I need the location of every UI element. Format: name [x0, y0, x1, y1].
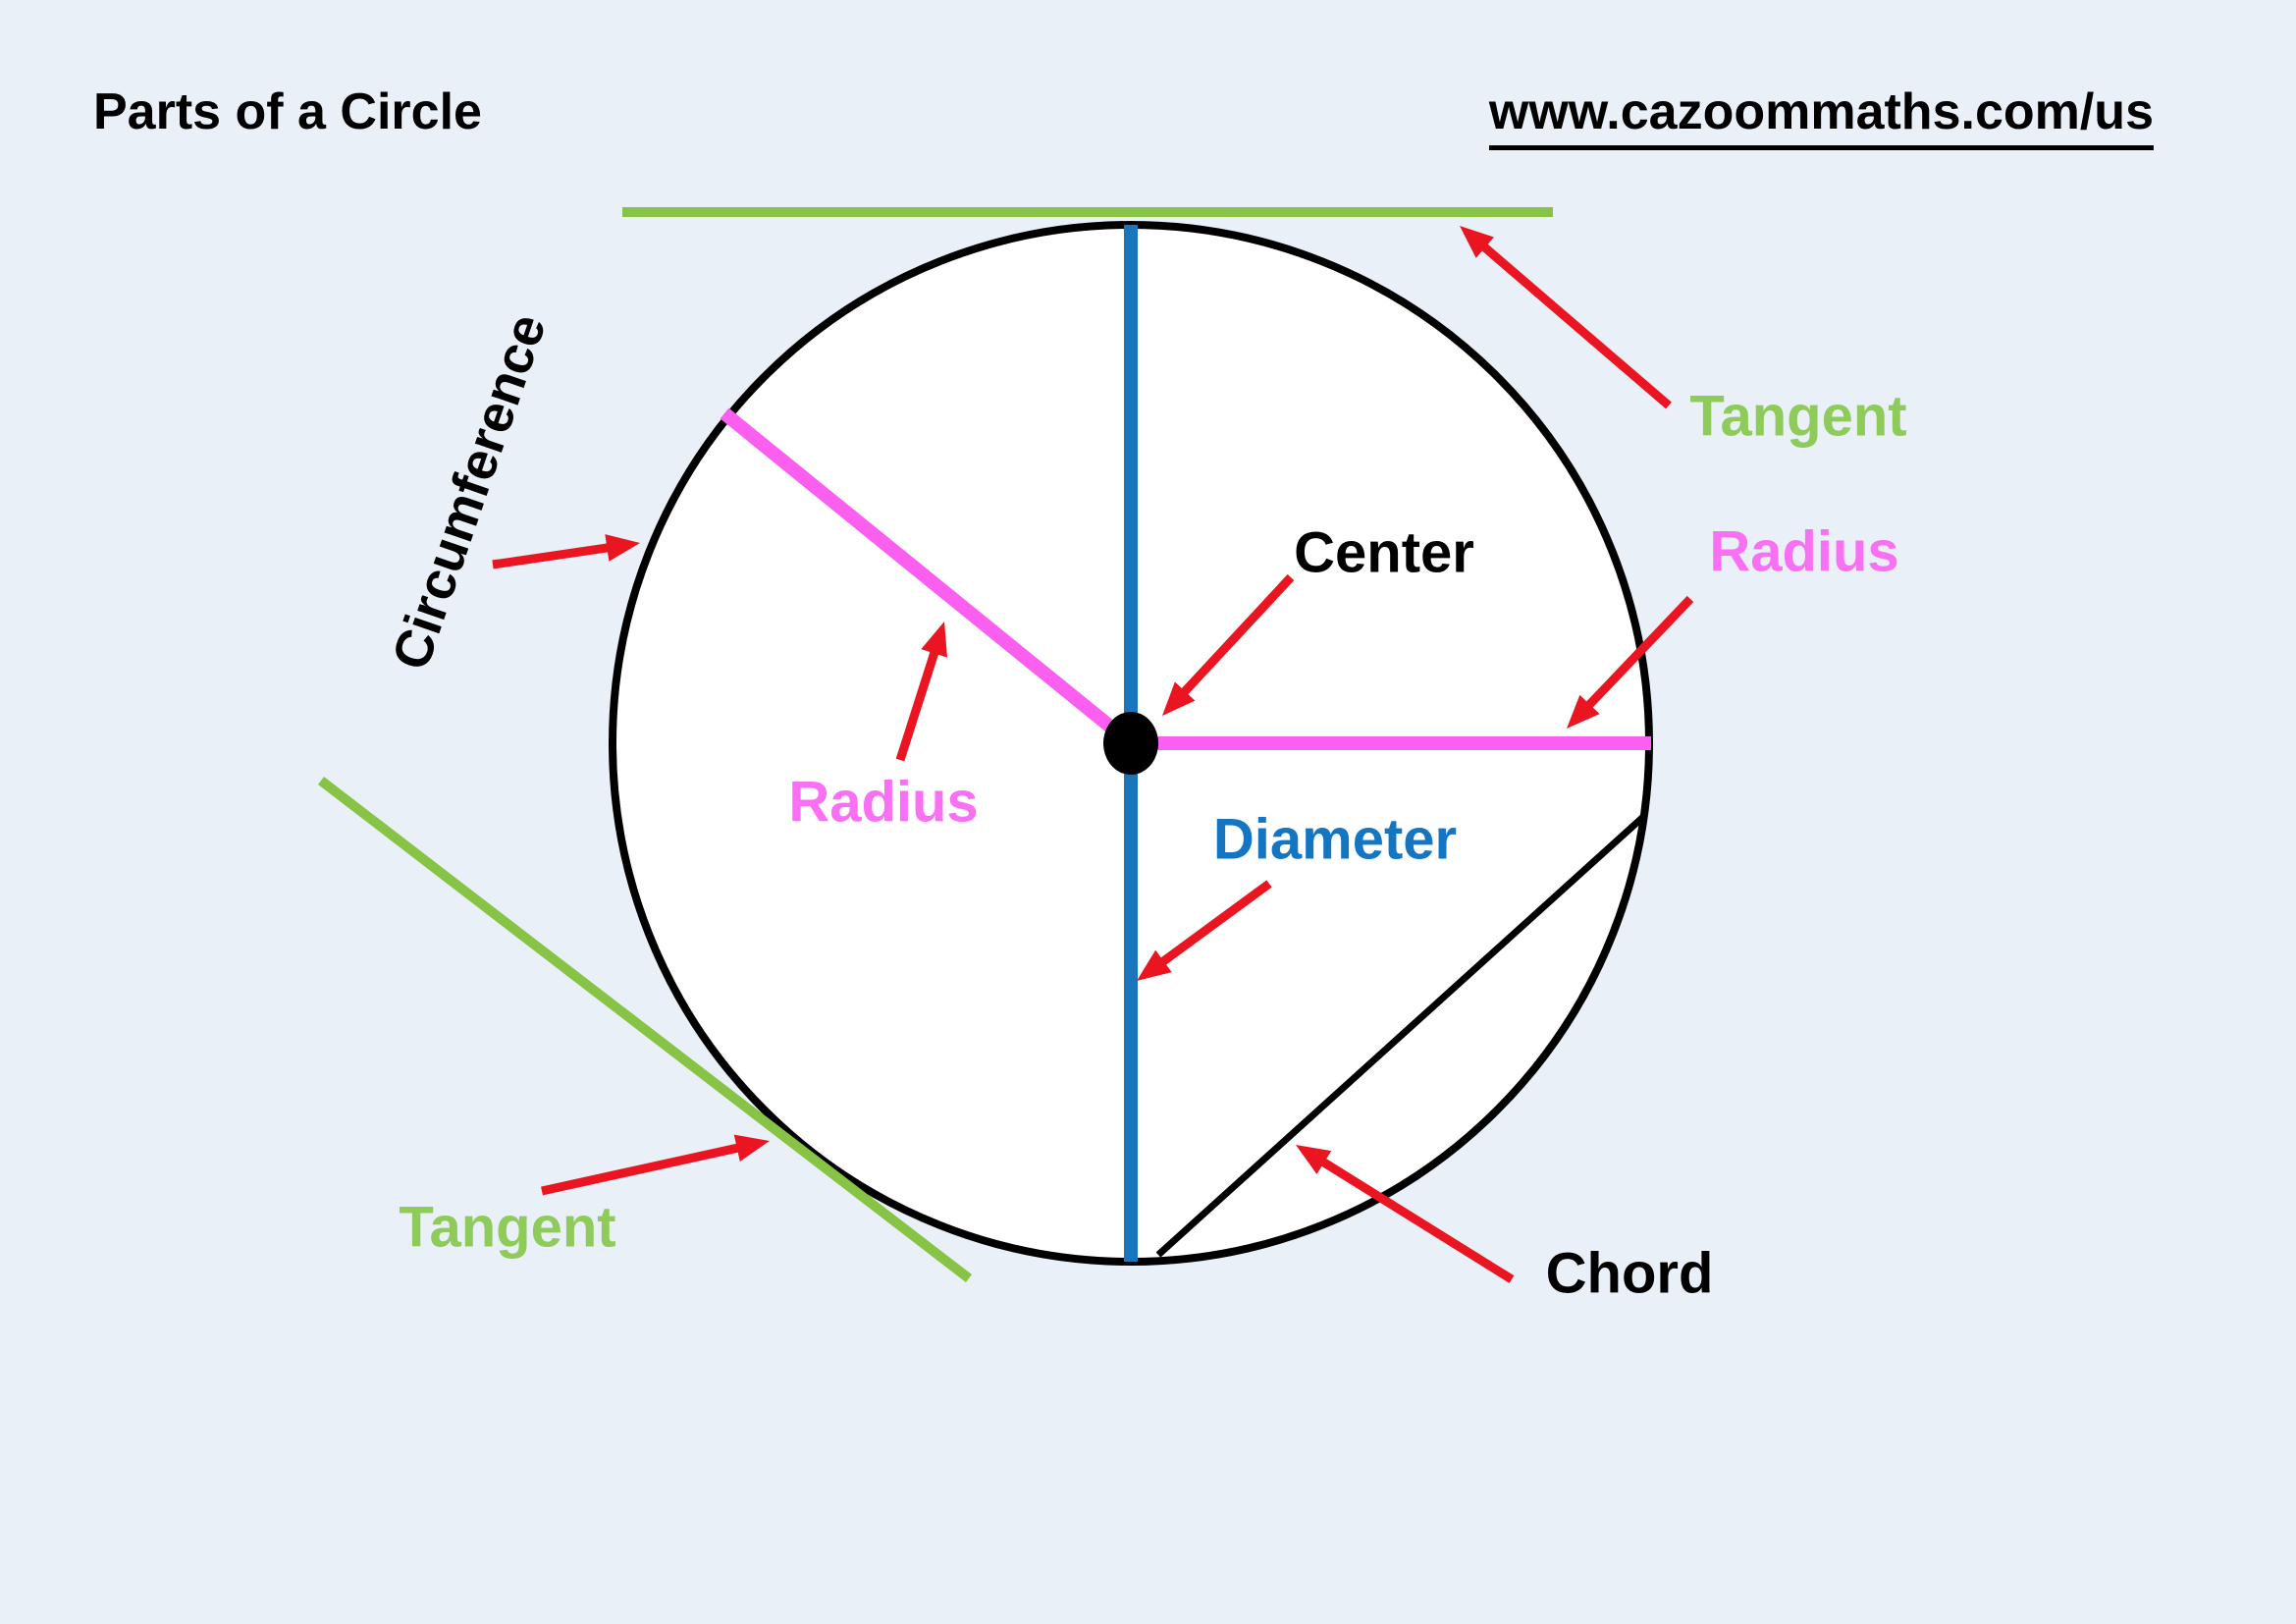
- label-tangent-top: Tangent: [1689, 384, 1907, 449]
- diameter-arrow: [1154, 880, 1272, 970]
- tangent-top-arrow-head: [1460, 226, 1494, 258]
- radius-right-arrow-head: [1567, 694, 1600, 729]
- center-arrow: [1176, 573, 1295, 701]
- label-tangent-bottom: Tangent: [399, 1195, 616, 1260]
- chord-arrow-head: [1296, 1145, 1332, 1174]
- circumference-arrow-head: [605, 534, 640, 562]
- chord-arrow: [1314, 1154, 1515, 1283]
- center-dot: [1103, 712, 1158, 775]
- label-diameter: Diameter: [1212, 807, 1458, 872]
- radius-diagonal-line: [720, 407, 1136, 749]
- chord-line: [1155, 814, 1646, 1258]
- tangent-bottom-left-line: [317, 777, 973, 1282]
- label-radius-right: Radius: [1709, 519, 1899, 584]
- radius-left-arrow: [895, 644, 941, 762]
- tangent-top-arrow: [1475, 239, 1672, 409]
- diameter-arrow-head: [1137, 949, 1172, 981]
- radius-right-arrow: [1580, 595, 1694, 714]
- center-arrow-head: [1162, 681, 1196, 716]
- label-center: Center: [1294, 520, 1474, 585]
- tangent-bottom-arrow: [541, 1142, 746, 1196]
- circumference-arrow: [492, 542, 615, 569]
- label-chord: Chord: [1545, 1241, 1714, 1306]
- page-title: Parts of a Circle: [93, 83, 482, 140]
- tangent-bottom-arrow-head: [733, 1134, 770, 1162]
- website-link[interactable]: www.cazoommaths.com/us: [1488, 82, 2154, 150]
- radius-left-arrow-head: [921, 622, 947, 658]
- label-radius-left: Radius: [788, 770, 979, 835]
